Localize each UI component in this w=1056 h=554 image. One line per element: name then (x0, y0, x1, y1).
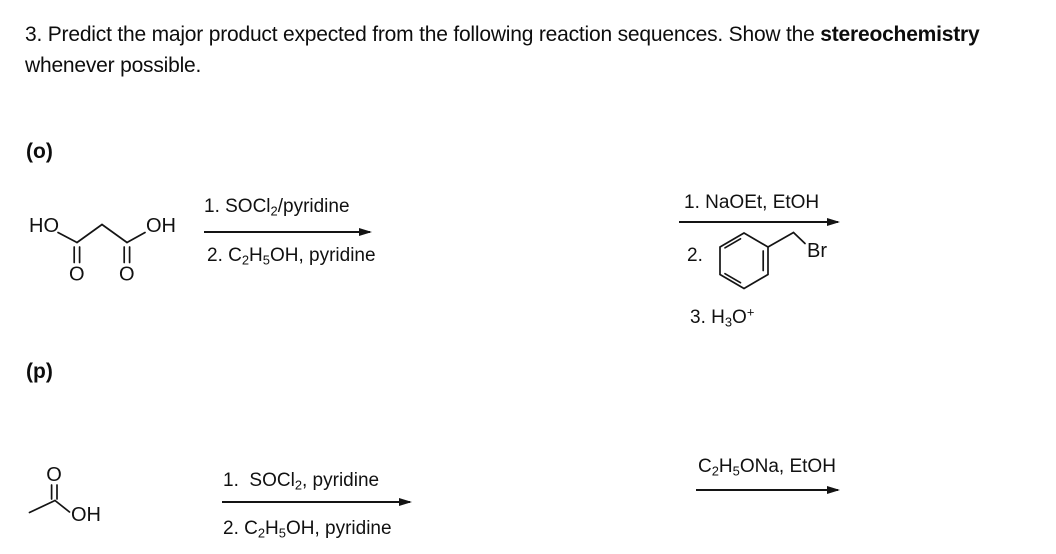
reagent-text-p1-below: 2. C2H5OH, pyridine (223, 518, 392, 541)
reagent-text-p2-above: C2H5ONa, EtOH (698, 456, 836, 479)
question-title-text: 3. Predict the major product expected fr… (25, 23, 821, 46)
reagent-text-o1-above: 1. SOCl2/pyridine (204, 196, 350, 219)
reagent-text-o2-step3: 3. H3O+ (690, 304, 755, 330)
reagent-text-o2-step1: 1. NaOEt, EtOH (684, 192, 820, 213)
reaction-arrow-p2 (696, 489, 838, 491)
reaction-arrow-o1 (204, 231, 370, 233)
part-o-label: (o) (26, 140, 53, 163)
reagent-text-p1-above: 1. SOCl2, pyridine (223, 470, 380, 493)
atom-label-o: O (46, 464, 62, 486)
reaction-arrow-p1 (222, 501, 410, 503)
atom-label-br: Br (807, 240, 827, 262)
acetic-acid-structure: O OH (28, 464, 101, 526)
question-title: 3. Predict the major product expected fr… (25, 19, 980, 81)
atom-label-oh: OH (71, 504, 101, 526)
malonic-acid-structure: HO OH O O (29, 215, 176, 286)
atom-label-o-left: O (69, 264, 85, 286)
reagent-text-o2-step2-number: 2. (687, 245, 703, 266)
part-p-label: (p) (26, 360, 53, 383)
question-title-bold: stereochemistry (820, 23, 980, 46)
atom-label-o-right: O (119, 264, 135, 286)
reaction-arrow-o2 (679, 221, 838, 223)
reagent-text-o1-below: 2. C2H5OH, pyridine (207, 245, 376, 268)
question-title-line2: whenever possible. (25, 54, 202, 77)
atom-label-oh: OH (146, 215, 176, 237)
benzyl-bromide-structure: Br (719, 231, 827, 290)
atom-label-ho: HO (29, 215, 59, 237)
question-title-line1: 3. Predict the major product expected fr… (25, 19, 980, 50)
